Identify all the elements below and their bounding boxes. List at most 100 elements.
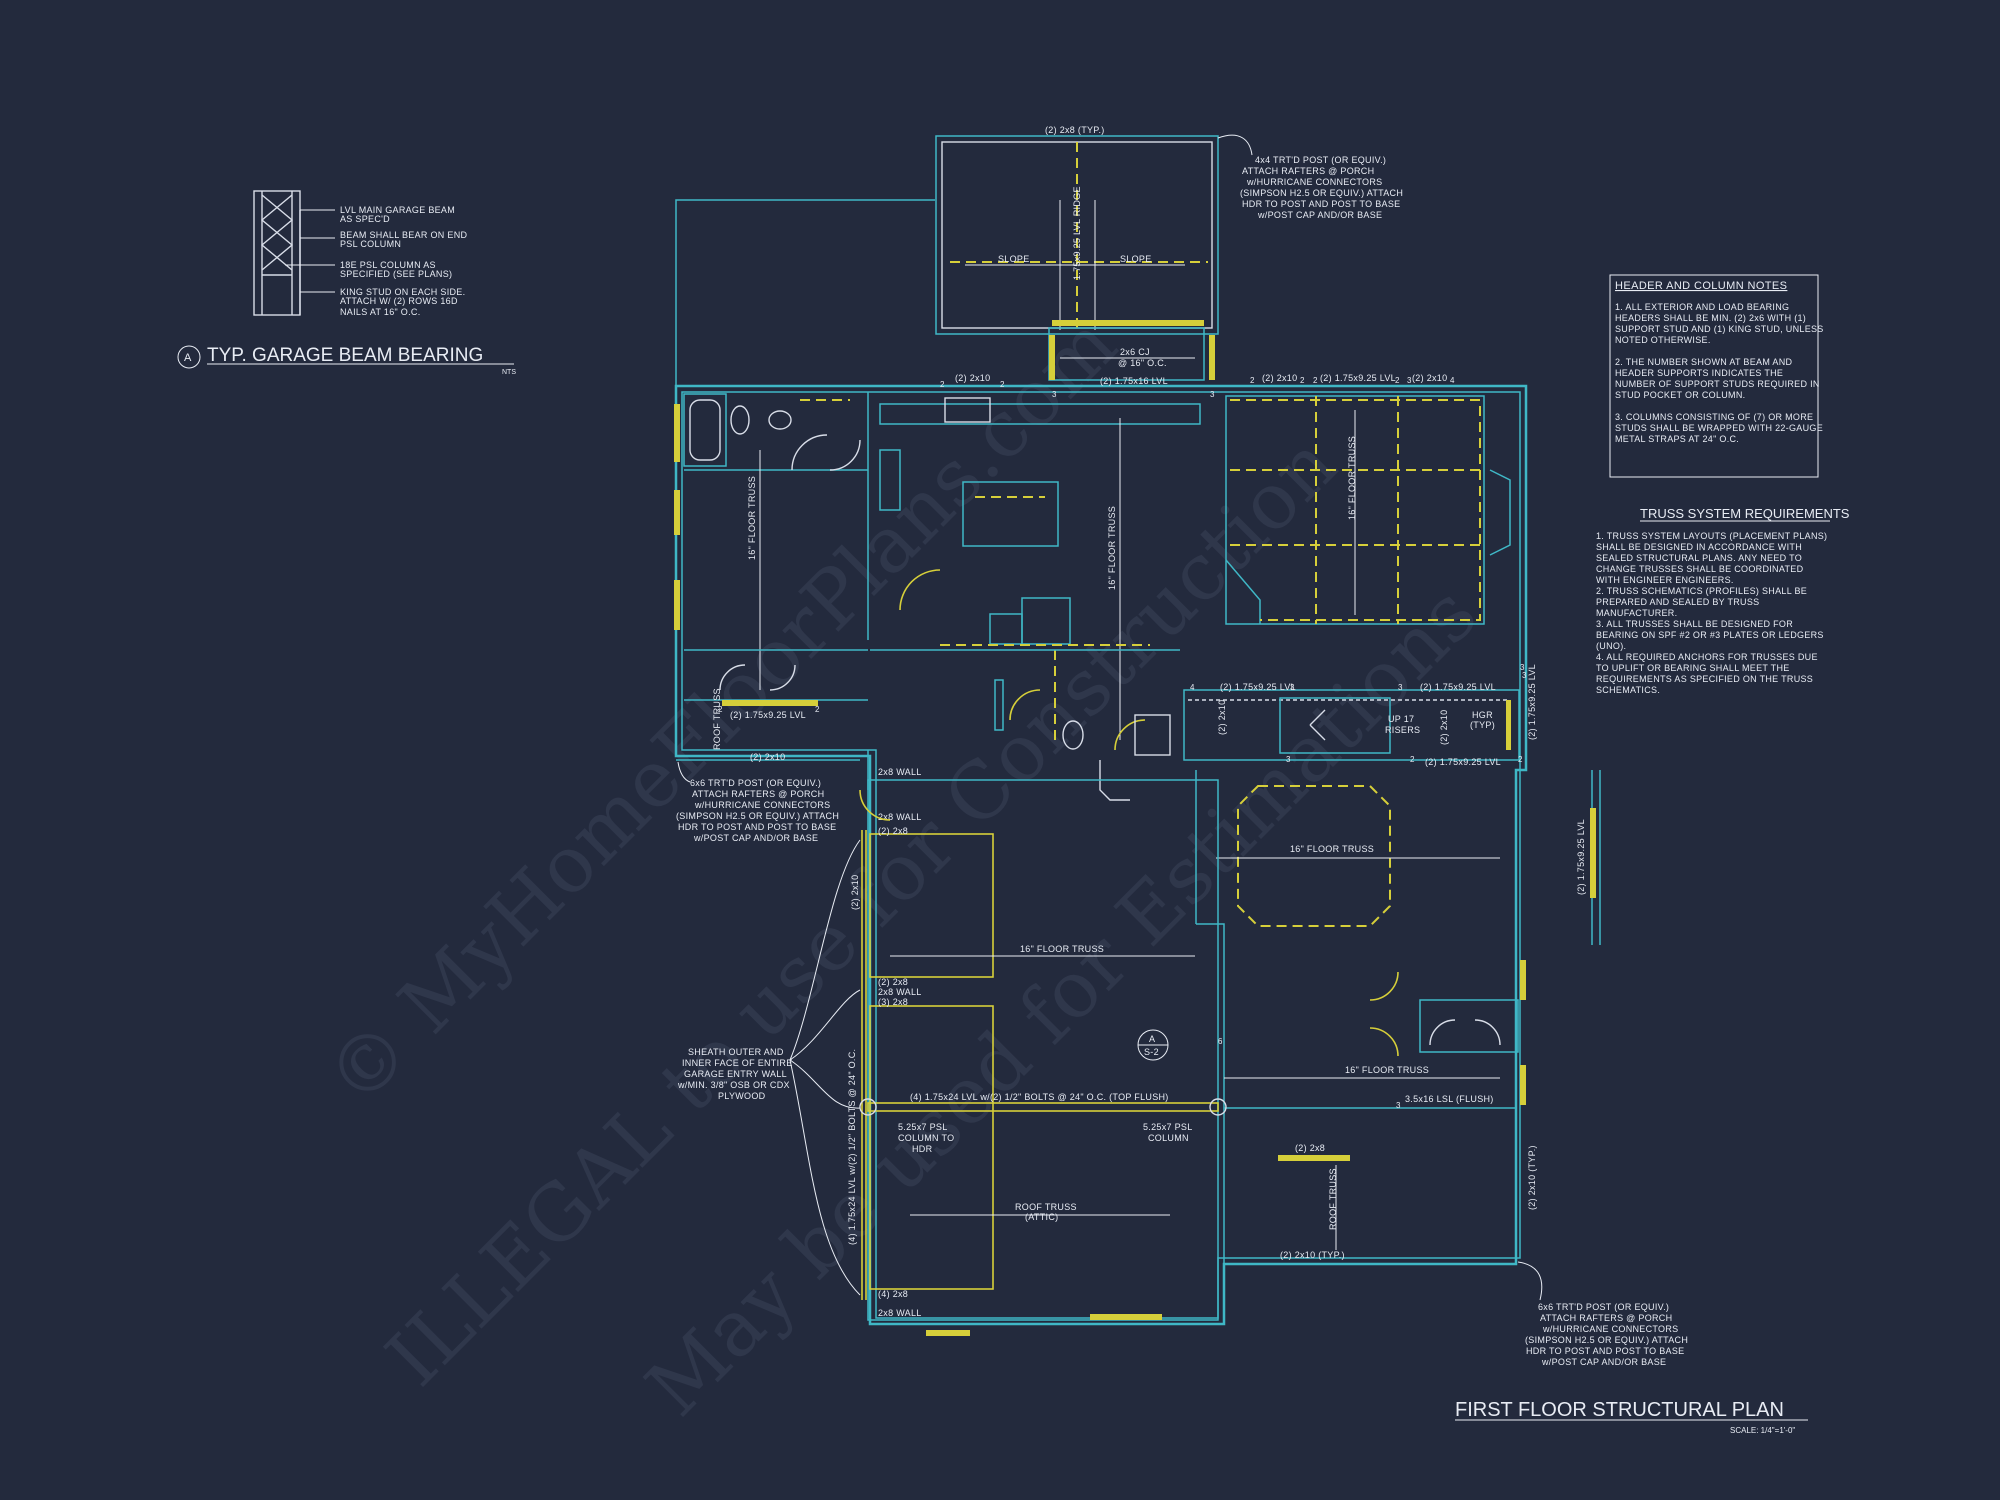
detail-title: TYP. GARAGE BEAM BEARING	[207, 345, 483, 366]
lvl-right: (2) 1.75x9.25 LVL	[1320, 373, 1396, 383]
callout-left-4: (SIMPSON H2.5 OR EQUIV.) ATTACH	[676, 811, 839, 821]
detail-garage-beam: LVL MAIN GARAGE BEAM AS SPEC'D BEAM SHAL…	[177, 190, 516, 376]
lvl-vert-right: (2) 1.75x9.25 LVL	[1527, 664, 1537, 740]
detail-label-2: AS SPEC'D	[340, 214, 390, 224]
floor-truss-garage: 16" FLOOR TRUSS	[1020, 944, 1104, 954]
callout-left-6: w/POST CAP AND/OR BASE	[693, 833, 818, 843]
deck-outline	[675, 199, 935, 388]
storage-2	[869, 1005, 994, 1290]
floor-truss-dining: 16" FLOOR TRUSS	[1290, 844, 1374, 854]
hgr-typ: (TYP)	[1470, 720, 1495, 730]
roof-truss-attic: ROOF TRUSS	[1015, 1202, 1077, 1212]
sheath-5: PLYWOOD	[718, 1091, 766, 1101]
wall-2x8-d: 2x8 WALL	[878, 1308, 922, 1318]
tn-lines-line: PREPARED AND SEALED BY TRUSS	[1596, 597, 1759, 607]
hn-lines-line: STUDS SHALL BE WRAPPED WITH 22-GAUGE	[1615, 423, 1823, 433]
psl-right-2: COLUMN	[1148, 1133, 1189, 1143]
stair-lvl: (2) 1.75x9.25 LVL	[1220, 682, 1296, 692]
drawing-title: FIRST FLOOR STRUCTURAL PLAN SCALE: 1/4"=…	[1455, 1399, 1808, 1435]
garage	[867, 779, 1219, 1321]
hdr-2x8-a: (2) 2x8	[878, 826, 908, 836]
callout-right-6: w/POST CAP AND/OR BASE	[1541, 1357, 1666, 1367]
floor-plan: (2) 2x8 (TYP.) SLOPE SLOPE 1.75x9.25 LVL…	[674, 125, 1601, 1336]
callout-porch-right: 6x6 TRT'D POST (OR EQUIV.) ATTACH RAFTER…	[1517, 1261, 1688, 1367]
stair-run	[1279, 697, 1391, 754]
stud-number: 3	[1522, 671, 1527, 680]
hdr-2x8-study: (2) 2x8	[1295, 1143, 1325, 1153]
exterior-walls-inner	[681, 391, 1521, 1319]
hn-lines-line: 3. COLUMNS CONSISTING OF (7) OR MORE	[1615, 412, 1813, 422]
callout-sheath: SHEATH OUTER AND INNER FACE OF ENTIRE GA…	[677, 839, 861, 1296]
tn-lines-line: 1. TRUSS SYSTEM LAYOUTS (PLACEMENT PLANS…	[1596, 531, 1827, 541]
truss-notes-title: TRUSS SYSTEM REQUIREMENTS	[1640, 506, 1850, 521]
callout-left-3: w/HURRICANE CONNECTORS	[694, 800, 830, 810]
stud-number: 4	[1190, 683, 1195, 692]
stud-number: 3	[1396, 1101, 1401, 1110]
section-marker-bottom: S-2	[1144, 1047, 1159, 1057]
detail-label-3: BEAM SHALL BEAR ON END	[340, 230, 468, 240]
plan-scale: SCALE: 1/4"=1'-0"	[1730, 1426, 1795, 1435]
tn-lines-line: WITH ENGINEER ENGINEERS.	[1596, 575, 1734, 585]
kitchen-island	[962, 481, 1059, 547]
kitchen-sink	[944, 397, 991, 423]
garage-lvl-vert: (4) 1.75x24 LVL w/(2) 1/2" BOLTS @ 24" O…	[847, 1049, 857, 1245]
truss-system-notes: TRUSS SYSTEM REQUIREMENTS 1. TRUSS SYSTE…	[1596, 506, 1850, 695]
stud-number: 2	[1313, 376, 1318, 385]
garage-2x10: (2) 2x10	[850, 875, 860, 910]
roof-truss-attic-2: (ATTIC)	[1025, 1212, 1058, 1222]
hn-lines-line: HEADERS SHALL BE MIN. (2) 2x6 WITH (1)	[1615, 313, 1806, 323]
tn-lines-line: REQUIREMENTS AS SPECIFIED ON THE TRUSS	[1596, 674, 1813, 684]
stair-up: UP 17	[1388, 714, 1414, 724]
stair-2x10-v: (2) 2x10	[1439, 710, 1449, 745]
floor-truss-study: 16" FLOOR TRUSS	[1345, 1065, 1429, 1075]
section-marker-top: A	[1149, 1034, 1155, 1044]
callout-right-4: (SIMPSON H2.5 OR EQUIV.) ATTACH	[1525, 1335, 1688, 1345]
tn-lines-line: SCHEMATICS.	[1596, 685, 1660, 695]
hdr-2x10-left: (2) 2x10	[750, 752, 785, 762]
wall-2x8-a: 2x8 WALL	[878, 767, 922, 777]
stair-2x10: (2) 2x10	[1217, 700, 1227, 735]
header-notes-box	[1609, 274, 1819, 478]
header-column-notes: HEADER AND COLUMN NOTES 1. ALL EXTERIOR …	[1609, 274, 1823, 478]
roof-truss-left: ROOF TRUSS	[712, 688, 722, 750]
plan-title: FIRST FLOOR STRUCTURAL PLAN	[1455, 1399, 1784, 1421]
rear-porch-outline	[935, 135, 1219, 335]
lvl-16: (2) 1.75x16 LVL	[1100, 376, 1168, 386]
slope-right: SLOPE	[1120, 254, 1152, 264]
hgr: HGR	[1472, 710, 1493, 720]
kitchen-counter	[879, 403, 1201, 425]
callout-top-3: w/HURRICANE CONNECTORS	[1246, 177, 1382, 187]
porch-beam	[1052, 320, 1204, 326]
tn-lines-line: 2. TRUSS SCHEMATICS (PROFILES) SHALL BE	[1596, 586, 1807, 596]
dining-ceiling	[1237, 785, 1391, 927]
stud-number: 2	[1300, 376, 1305, 385]
psl-right-1: 5.25x7 PSL	[1143, 1122, 1193, 1132]
lvl-left: (2) 1.75x9.25 LVL	[730, 710, 806, 720]
tn-lines-line: 4. ALL REQUIRED ANCHORS FOR TRUSSES DUE	[1596, 652, 1818, 662]
wall-2x8-c: 2x8 WALL	[878, 987, 922, 997]
porch-top-header: (2) 2x8 (TYP.)	[1045, 125, 1105, 135]
hn-lines-line: 2. THE NUMBER SHOWN AT BEAM AND	[1615, 357, 1793, 367]
stud-number: 2	[1395, 376, 1400, 385]
stair-hall	[1183, 689, 1520, 761]
floor-truss-family: 16" FLOOR TRUSS	[1347, 436, 1357, 520]
hdr-kitchen: (2) 2x10	[955, 373, 990, 383]
hdr-2x10-typ: (2) 2x10 (TYP.)	[1280, 1250, 1345, 1260]
detail-label-1: LVL MAIN GARAGE BEAM	[340, 205, 455, 215]
roof-truss-right: ROOF TRUSS	[1328, 1168, 1338, 1230]
hdr-2x10-typ-v: (2) 2x10 (TYP.)	[1527, 1145, 1537, 1210]
callout-left-5: HDR TO POST AND POST TO BASE	[678, 822, 836, 832]
callout-top-5: HDR TO POST AND POST TO BASE	[1242, 199, 1400, 209]
detail-nts: NTS	[502, 369, 516, 376]
stair-lvl-right: (2) 1.75x9.25 LVL	[1420, 682, 1496, 692]
stud-number: 3	[1290, 683, 1295, 692]
hn-lines-line: METAL STRAPS AT 24" O.C.	[1615, 434, 1739, 444]
stud-number: 4	[1450, 376, 1455, 385]
tn-lines-line: CHANGE TRUSSES SHALL BE COORDINATED	[1596, 564, 1804, 574]
stud-number: 3	[1052, 390, 1057, 399]
tn-lines-line: 3. ALL TRUSSES SHALL BE DESIGNED FOR	[1596, 619, 1793, 629]
hn-lines-line: STUD POCKET OR COLUMN.	[1615, 390, 1745, 400]
toilet	[730, 405, 750, 435]
header-notes-lines: 1. ALL EXTERIOR AND LOAD BEARINGHEADERS …	[1615, 302, 1823, 444]
